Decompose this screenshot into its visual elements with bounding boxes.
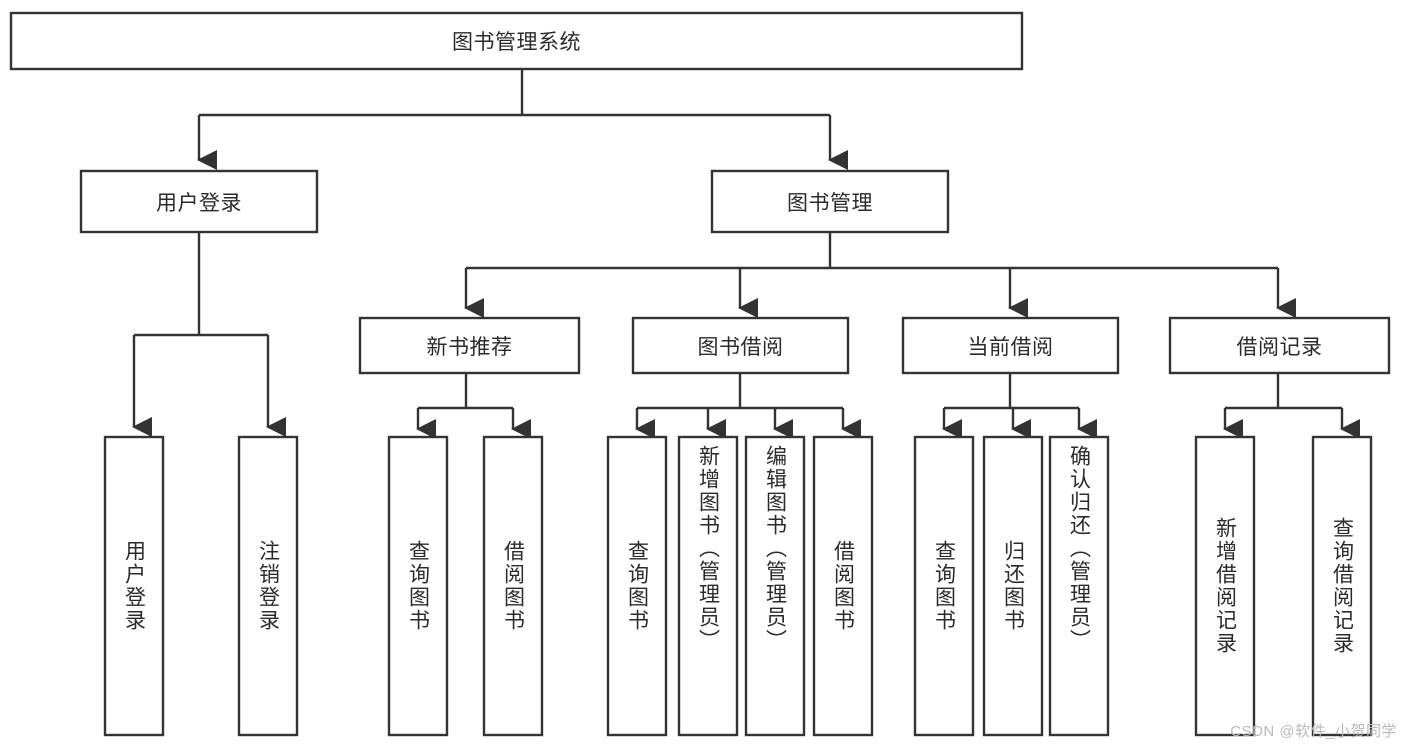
node-box-leaf-add-record[interactable] [1194, 435, 1256, 737]
node-box-leaf-query-books-current[interactable] [913, 435, 975, 737]
node-box-new-book-recommend[interactable] [358, 316, 581, 375]
watermark-text: CSDN @软件_小贺同学 [1230, 723, 1397, 740]
node-box-root[interactable] [9, 11, 1024, 71]
node-box-leaf-query-record[interactable] [1311, 435, 1373, 737]
node-box-leaf-lend-book[interactable] [812, 435, 874, 737]
node-box-leaf-user-login[interactable] [103, 435, 165, 737]
node-box-user-login[interactable] [79, 169, 319, 234]
node-box-leaf-add-book-admin[interactable] [677, 435, 739, 737]
node-box-leaf-logout[interactable] [237, 435, 299, 737]
node-box-leaf-query-books-new[interactable] [387, 435, 449, 737]
node-box-leaf-edit-book-admin[interactable] [744, 435, 806, 737]
node-box-leaf-query-books-borrow[interactable] [606, 435, 668, 737]
node-box-current-borrow[interactable] [901, 316, 1120, 375]
node-box-borrow-records[interactable] [1168, 316, 1391, 375]
node-box-book-management[interactable] [710, 169, 950, 234]
node-box-leaf-confirm-return-admin[interactable] [1048, 435, 1110, 737]
node-box-leaf-borrow-books-new[interactable] [482, 435, 544, 737]
node-box-book-borrow[interactable] [631, 316, 850, 375]
node-box-leaf-return-book[interactable] [982, 435, 1044, 737]
